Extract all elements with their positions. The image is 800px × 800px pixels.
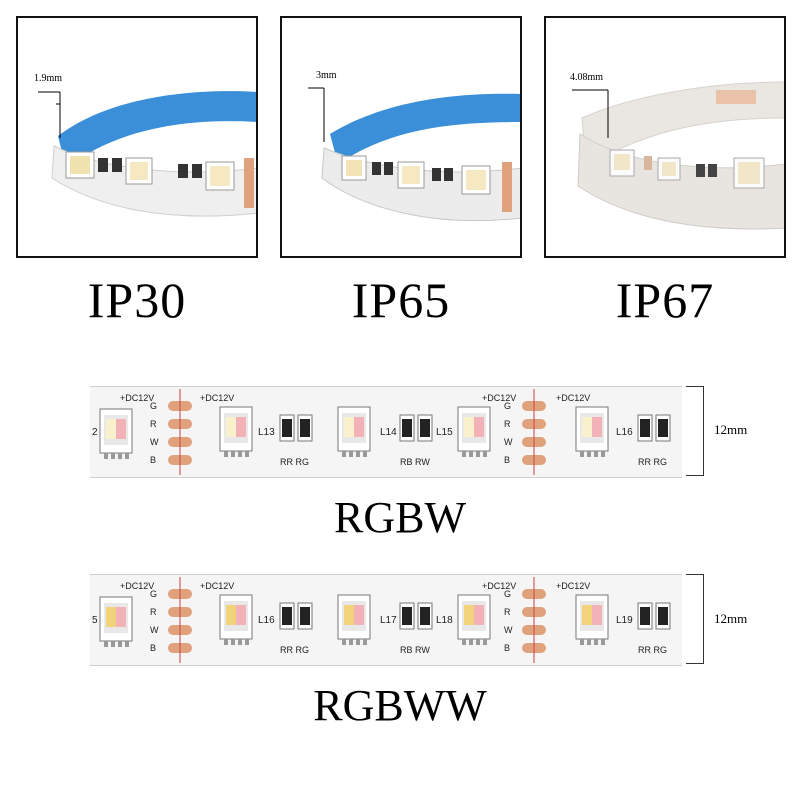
ip65-strip-illustration (308, 87, 520, 222)
ip65-label: IP65 (351, 272, 451, 328)
power-label: +DC12V (556, 393, 590, 403)
ip67-thickness: 4.08mm (570, 72, 604, 83)
rgbww-width-bracket (686, 574, 704, 664)
ip67-strip-illustration (572, 81, 784, 230)
power-label: +DC12V (482, 393, 516, 403)
ip67-photo: 4.08mm (544, 16, 786, 258)
ip67-label: IP67 (615, 272, 715, 328)
pad-group-a-letter-2: W (150, 437, 159, 447)
led-id: L16 (616, 427, 633, 438)
resistor-label: RR RG (280, 645, 309, 655)
ip30-thickness: 1.9mm (34, 73, 63, 84)
pad-group-a-letter-0: G (150, 401, 157, 411)
ip65-photo: 3mm (280, 16, 522, 258)
rgbw-width-bracket (686, 386, 704, 476)
ip30-label: IP30 (87, 272, 187, 328)
pad-group-a-letter-1: R (150, 419, 157, 429)
pad-group-b-letter-3: B (504, 455, 510, 465)
pad-group-b-letter-1: R (504, 607, 511, 617)
strip-left-digit: 2 (92, 427, 98, 438)
led-id: L17 (380, 615, 397, 626)
strip-left-digit: 5 (92, 615, 98, 626)
power-label: +DC12V (482, 581, 516, 591)
led-id: L19 (616, 615, 633, 626)
led-id: L18 (436, 615, 453, 626)
led-id: L16 (258, 615, 275, 626)
resistor-label: RR RG (638, 645, 667, 655)
power-label: +DC12V (556, 581, 590, 591)
rgbww-label: RGBWW (313, 681, 487, 730)
resistor-label: RB RW (400, 645, 430, 655)
pad-group-b-letter-0: G (504, 589, 511, 599)
power-label: +DC12V (120, 393, 154, 403)
power-label: +DC12V (200, 393, 234, 403)
rgbww-width-label: 12mm (714, 611, 748, 626)
led-id: L15 (436, 427, 453, 438)
resistor-label: RB RW (400, 457, 430, 467)
power-label: +DC12V (200, 581, 234, 591)
pad-group-b-letter-1: R (504, 419, 511, 429)
led-id: L13 (258, 427, 275, 438)
ip30-photo: 1.9mm (16, 16, 258, 258)
pad-group-b-letter-2: W (504, 625, 513, 635)
pad-group-b-letter-2: W (504, 437, 513, 447)
led-id: L14 (380, 427, 397, 438)
rgbw-width-label: 12mm (714, 422, 748, 437)
power-label: +DC12V (120, 581, 154, 591)
pad-group-a-letter-2: W (150, 625, 159, 635)
pad-group-a-letter-3: B (150, 643, 156, 653)
resistor-label: RR RG (280, 457, 309, 467)
resistor-label: RR RG (638, 457, 667, 467)
pad-group-a-letter-3: B (150, 455, 156, 465)
ip30-strip-illustration (38, 91, 256, 217)
rgbw-label: RGBW (334, 493, 466, 542)
pad-group-b-letter-3: B (504, 643, 510, 653)
pad-group-b-letter-0: G (504, 401, 511, 411)
pad-group-a-letter-0: G (150, 589, 157, 599)
pad-group-a-letter-1: R (150, 607, 157, 617)
ip65-thickness: 3mm (316, 70, 337, 81)
